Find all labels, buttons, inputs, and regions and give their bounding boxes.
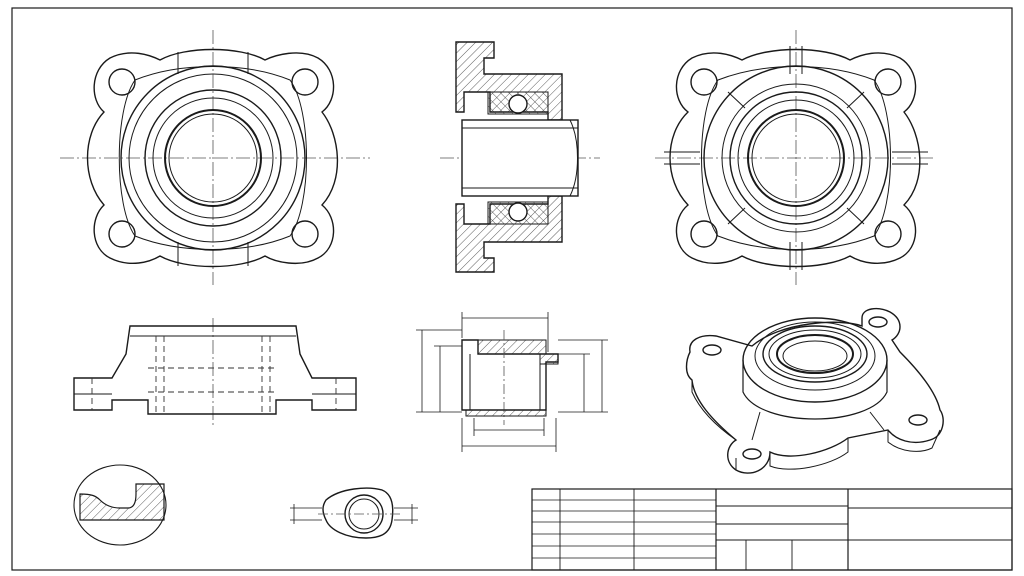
- rear-view-bolt-hole: [874, 68, 902, 96]
- front-view-bore: [164, 109, 262, 207]
- front-view-ring: [120, 65, 306, 251]
- section-sleeve: [461, 119, 579, 197]
- section-view: [440, 41, 600, 273]
- front-view-bolt-hole: [291, 68, 319, 96]
- small-flange-outline: [322, 487, 394, 539]
- isometric-bolt-hole: [868, 316, 888, 328]
- rear-view-bolt-hole: [690, 68, 718, 96]
- title-block: [531, 488, 1013, 571]
- isometric-bolt-hole: [908, 414, 928, 426]
- detail-view: [73, 464, 167, 546]
- side-elevation-view: [73, 318, 357, 425]
- rear-view-bolt-hole: [690, 220, 718, 248]
- title-block-frame: [531, 488, 1013, 571]
- front-view: [60, 30, 370, 285]
- bearing-ball-upper: [508, 94, 528, 114]
- side-elevation-outline: [73, 325, 357, 415]
- detail-view-section: [79, 483, 165, 521]
- rear-view-outline: [669, 48, 921, 268]
- isometric-view: [685, 307, 944, 474]
- rear-view-bore: [747, 109, 845, 207]
- bushing-dimension-view: [416, 312, 608, 452]
- isometric-bolt-hole: [702, 344, 722, 356]
- front-view-bolt-hole: [291, 220, 319, 248]
- detail-view-boundary: [73, 464, 167, 546]
- bearing-ball-lower: [508, 202, 528, 222]
- isometric-flange: [685, 307, 944, 474]
- front-view-bolt-hole: [108, 68, 136, 96]
- bushing-dimension-lines: [416, 312, 608, 452]
- rear-view: [655, 30, 935, 285]
- small-flange-view: [290, 487, 418, 539]
- isometric-bolt-hole: [742, 448, 762, 460]
- isometric-bore: [776, 334, 854, 374]
- rear-view-bolt-hole: [874, 220, 902, 248]
- sheet-border: [11, 7, 1013, 571]
- front-view-outline: [86, 48, 339, 268]
- front-view-bolt-hole: [108, 220, 136, 248]
